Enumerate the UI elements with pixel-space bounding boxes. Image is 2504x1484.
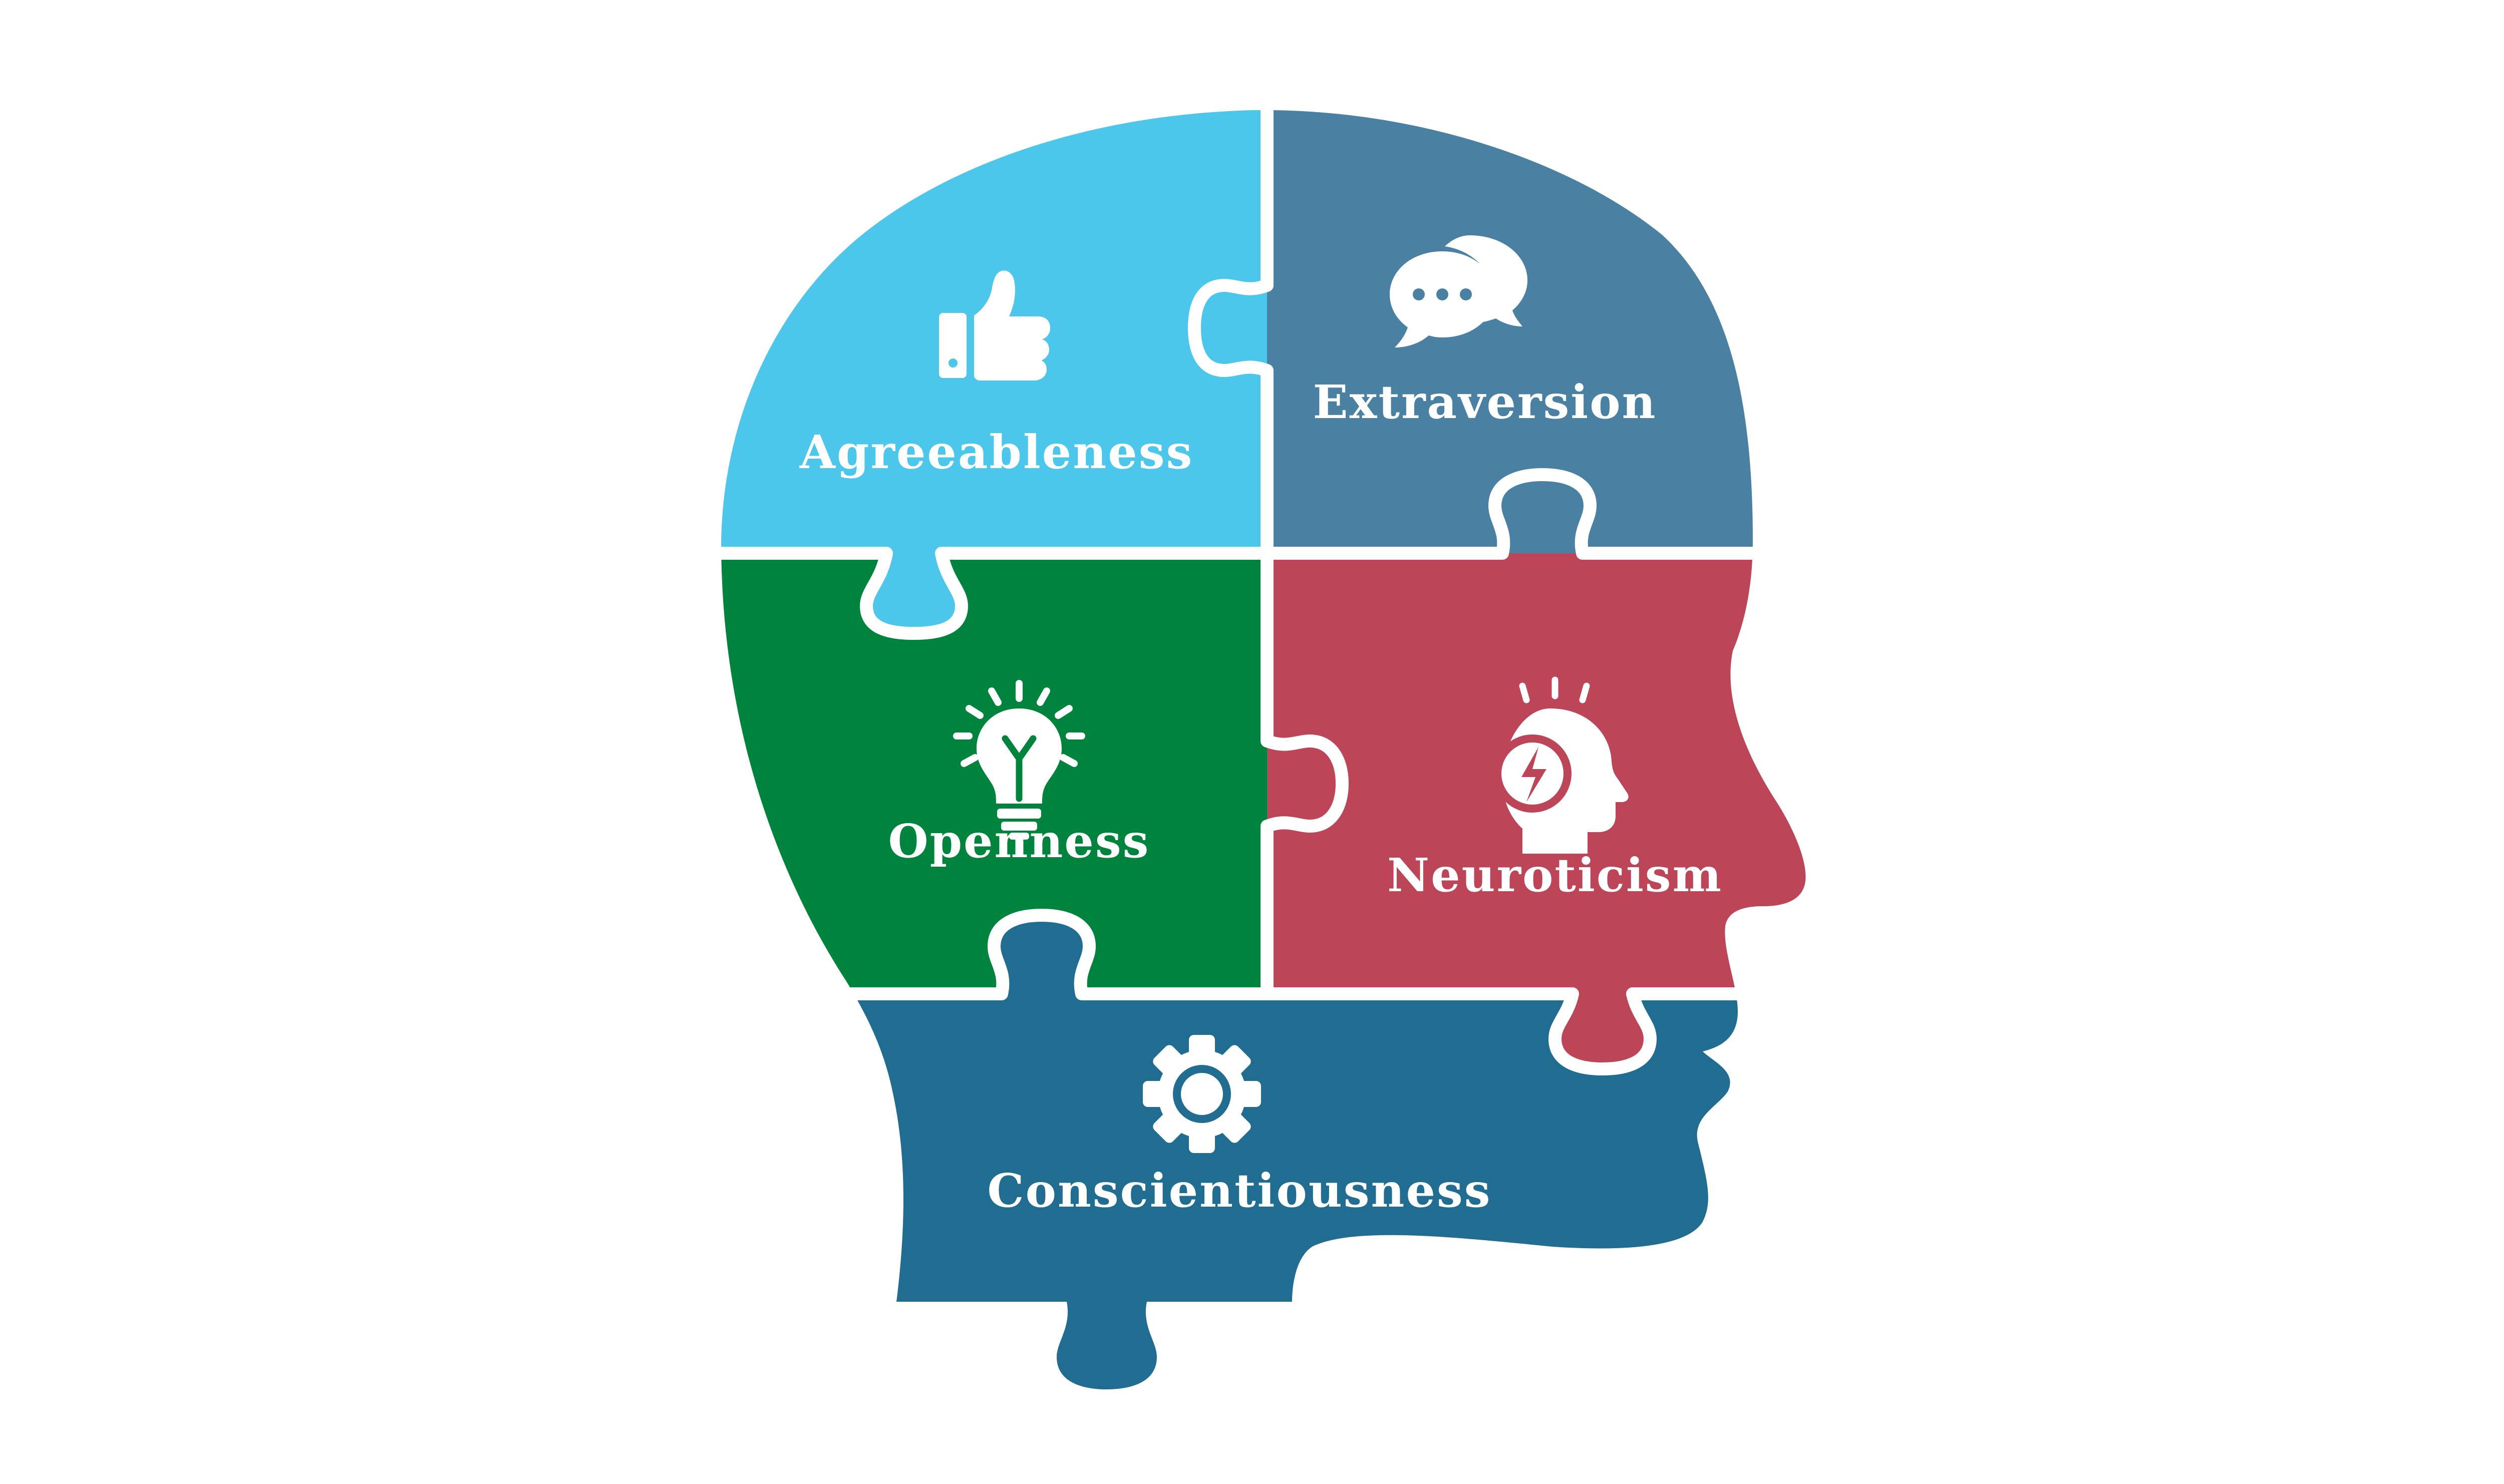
label-neuroticism: Neuroticism — [1387, 848, 1723, 902]
lightbulb-icon — [953, 680, 1085, 840]
label-extraversion: Extraversion — [1313, 375, 1657, 429]
puzzle-seams — [701, 90, 1853, 1075]
tab-neuroticism — [1267, 741, 1342, 826]
tab-agreeableness — [866, 553, 962, 633]
tab-agreeableness-right — [1194, 285, 1267, 370]
label-openness: Openness — [888, 814, 1150, 868]
label-agreeableness: Agreeableness — [799, 425, 1194, 479]
head-lightning-icon — [1493, 676, 1629, 854]
tab-conscientiousness-bottom — [1057, 1302, 1157, 1389]
puzzle-piece-conscientiousness — [721, 994, 1806, 1302]
gear-icon — [1143, 1035, 1261, 1153]
label-conscientiousness: Conscientiousness — [987, 1164, 1491, 1218]
tab-neuroticism-bottom — [1555, 994, 1650, 1069]
puzzle-piece-openness — [721, 553, 1267, 994]
tab-extraversion — [1495, 475, 1590, 553]
thumbs-up-icon — [939, 270, 1050, 381]
puzzle-tabs — [866, 285, 1650, 1389]
tab-conscientiousness — [994, 915, 1089, 994]
speech-bubbles-icon — [1390, 235, 1527, 347]
